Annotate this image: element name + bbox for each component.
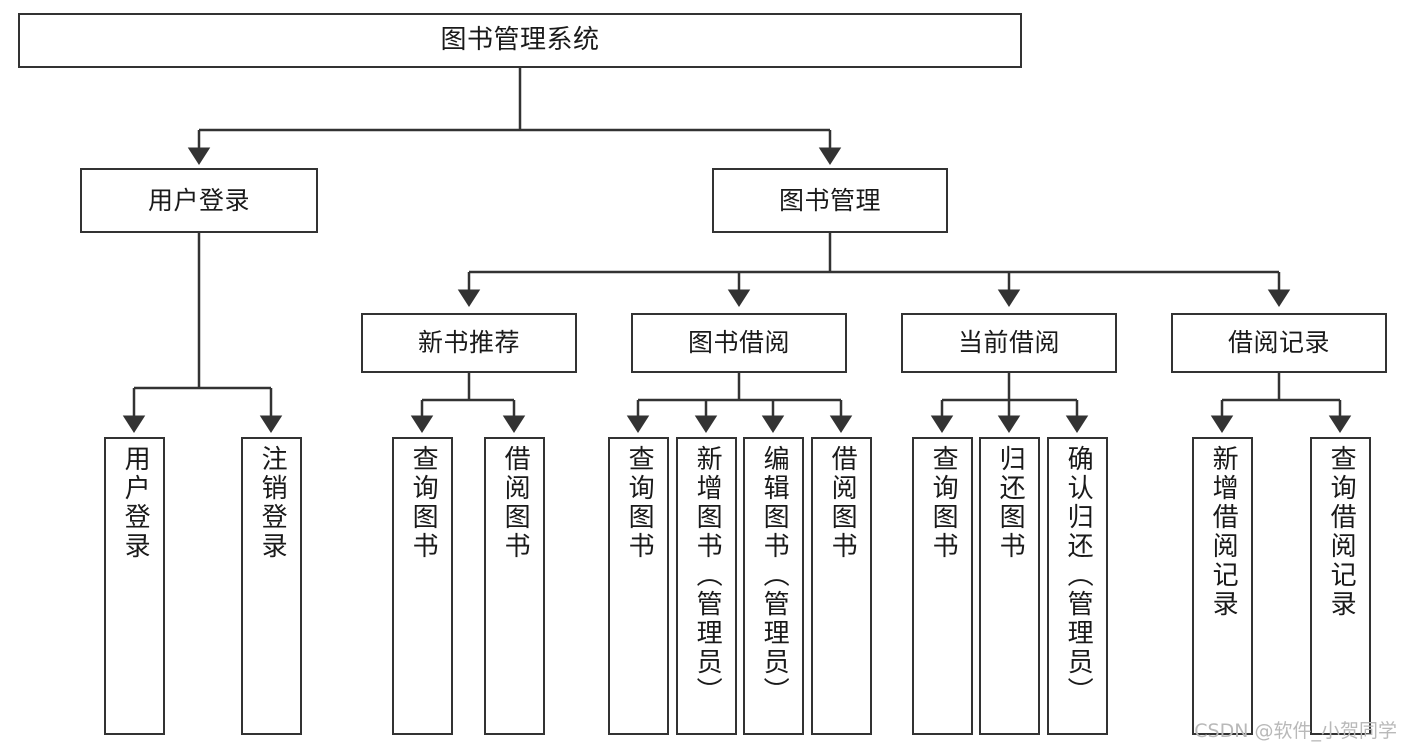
node-label: 查询图书 xyxy=(928,445,959,561)
node-label: 编辑图书（管理员） xyxy=(759,445,790,706)
node-label: 借阅记录 xyxy=(1227,328,1330,358)
leaf-return-book[interactable]: 归还图书 xyxy=(979,437,1040,735)
node-label: 用户登录 xyxy=(147,185,250,215)
node-label: 确认归还（管理员） xyxy=(1063,445,1094,706)
node-new-book-recommend[interactable]: 新书推荐 xyxy=(361,313,577,373)
node-label: 图书借阅 xyxy=(687,328,790,358)
leaf-borrow-book-recommend[interactable]: 借阅图书 xyxy=(484,437,545,735)
node-label: 新增借阅记录 xyxy=(1208,445,1239,619)
node-current-borrow[interactable]: 当前借阅 xyxy=(901,313,1117,373)
node-label: 查询借阅记录 xyxy=(1326,445,1357,619)
node-label: 注销登录 xyxy=(257,445,288,561)
leaf-add-borrow-record[interactable]: 新增借阅记录 xyxy=(1192,437,1253,735)
node-label: 新增图书（管理员） xyxy=(692,445,723,706)
leaf-query-book-recommend[interactable]: 查询图书 xyxy=(392,437,453,735)
node-label: 查询图书 xyxy=(624,445,655,561)
leaf-add-book-admin[interactable]: 新增图书（管理员） xyxy=(676,437,737,735)
node-label: 用户登录 xyxy=(120,445,151,561)
leaf-logout-login[interactable]: 注销登录 xyxy=(241,437,302,735)
leaf-confirm-return-admin[interactable]: 确认归还（管理员） xyxy=(1047,437,1108,735)
node-book-borrow[interactable]: 图书借阅 xyxy=(631,313,847,373)
node-label: 借阅图书 xyxy=(500,445,531,561)
node-label: 归还图书 xyxy=(995,445,1026,561)
leaf-query-book-borrow[interactable]: 查询图书 xyxy=(608,437,669,735)
node-label: 当前借阅 xyxy=(957,328,1060,358)
leaf-borrow-book[interactable]: 借阅图书 xyxy=(811,437,872,735)
leaf-user-login[interactable]: 用户登录 xyxy=(104,437,165,735)
node-borrow-record[interactable]: 借阅记录 xyxy=(1171,313,1387,373)
node-root-book-management-system[interactable]: 图书管理系统 xyxy=(18,13,1022,68)
node-label: 借阅图书 xyxy=(827,445,858,561)
leaf-query-borrow-record[interactable]: 查询借阅记录 xyxy=(1310,437,1371,735)
leaf-query-book-current[interactable]: 查询图书 xyxy=(912,437,973,735)
csdn-watermark: CSDN @软件_小贺同学 xyxy=(1194,720,1397,742)
leaf-edit-book-admin[interactable]: 编辑图书（管理员） xyxy=(743,437,804,735)
node-user-login[interactable]: 用户登录 xyxy=(80,168,318,233)
node-label: 新书推荐 xyxy=(417,328,520,358)
node-label: 查询图书 xyxy=(408,445,439,561)
node-label: 图书管理 xyxy=(778,185,881,215)
node-book-management[interactable]: 图书管理 xyxy=(712,168,948,233)
node-label: 图书管理系统 xyxy=(440,25,600,56)
